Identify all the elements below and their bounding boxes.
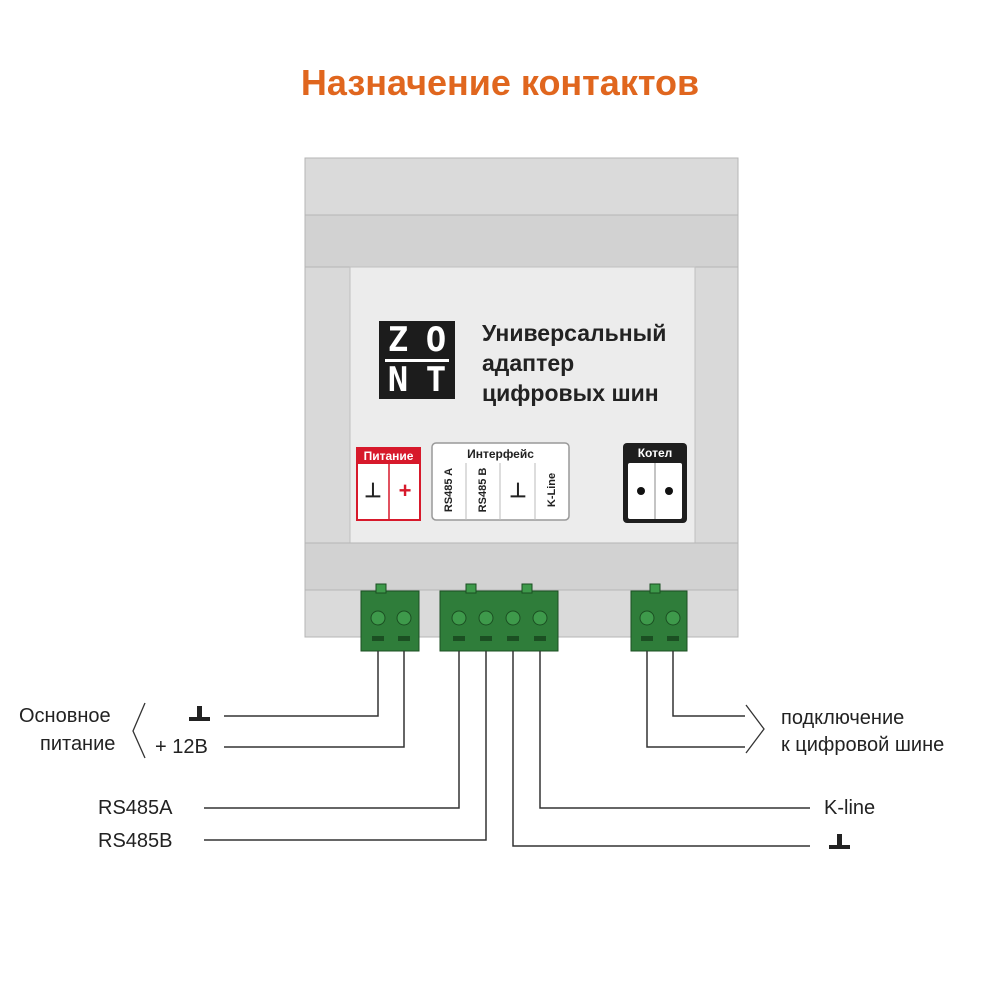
label-rs485a: RS485A (98, 797, 173, 819)
wire-ground-power (224, 651, 379, 717)
boiler-block-title: Котел (637, 446, 673, 460)
label-plus12: + 12В (155, 736, 208, 758)
interface-pin-rs485a: RS485 A (443, 467, 455, 513)
label-kline: K-line (824, 797, 876, 819)
device-name: Универсальный адаптер цифровых шин (482, 318, 702, 408)
bracket-main-power (132, 702, 146, 759)
interface-pin-kline: K-Line (546, 472, 558, 508)
wire-ground-interface (512, 651, 810, 847)
logo-letter: N (387, 360, 409, 400)
interface-block (431, 442, 570, 521)
device-name-line: цифровых шин (482, 380, 659, 406)
label-main-power-1: Основное (19, 705, 111, 727)
zont-logo: Z O N T (379, 320, 455, 400)
plus-icon: + (398, 478, 412, 503)
ground-icon: ⊥ (364, 480, 382, 502)
logo-letter: Z (387, 320, 409, 360)
ground-icon-2-stem (837, 834, 842, 846)
logo-letter: O (425, 320, 447, 360)
page-title: Назначение контактов (300, 62, 700, 103)
wires (204, 651, 810, 847)
device-name-line: адаптер (482, 350, 575, 376)
wire-rs485b (204, 651, 487, 841)
wire-bus-2 (646, 651, 745, 748)
terminal-interface (439, 583, 559, 652)
interface-pin-rs485b: RS485 B (477, 467, 489, 513)
ground-icon-stem (197, 706, 202, 718)
device-name-line: Универсальный (482, 320, 667, 346)
interface-block-title: Интерфейс (467, 447, 534, 461)
logo-letter: T (425, 360, 447, 400)
wire-kline (539, 651, 810, 809)
label-digital-bus-1: подключение (781, 707, 905, 729)
label-digital-bus-2: к цифровой шине (781, 734, 945, 756)
wire-rs485a (204, 651, 460, 809)
boiler-contact-2 (665, 487, 673, 495)
terminal-power (360, 583, 420, 652)
ground-icon-2 (829, 845, 850, 849)
bracket-digital-bus (745, 704, 765, 754)
wire-bus-1 (672, 651, 745, 717)
brackets (132, 702, 765, 759)
wire-plus12 (224, 651, 405, 748)
interface-pin-ground: ⊥ (509, 480, 527, 502)
boiler-block (623, 443, 687, 523)
label-rs485b: RS485B (98, 830, 173, 852)
boiler-contact-1 (637, 487, 645, 495)
label-main-power-2: питание (40, 733, 116, 755)
power-block (356, 447, 421, 521)
terminal-boiler (630, 583, 688, 652)
power-block-title: Питание (363, 449, 414, 463)
ground-icon (189, 717, 210, 721)
ground-symbols (189, 706, 850, 849)
